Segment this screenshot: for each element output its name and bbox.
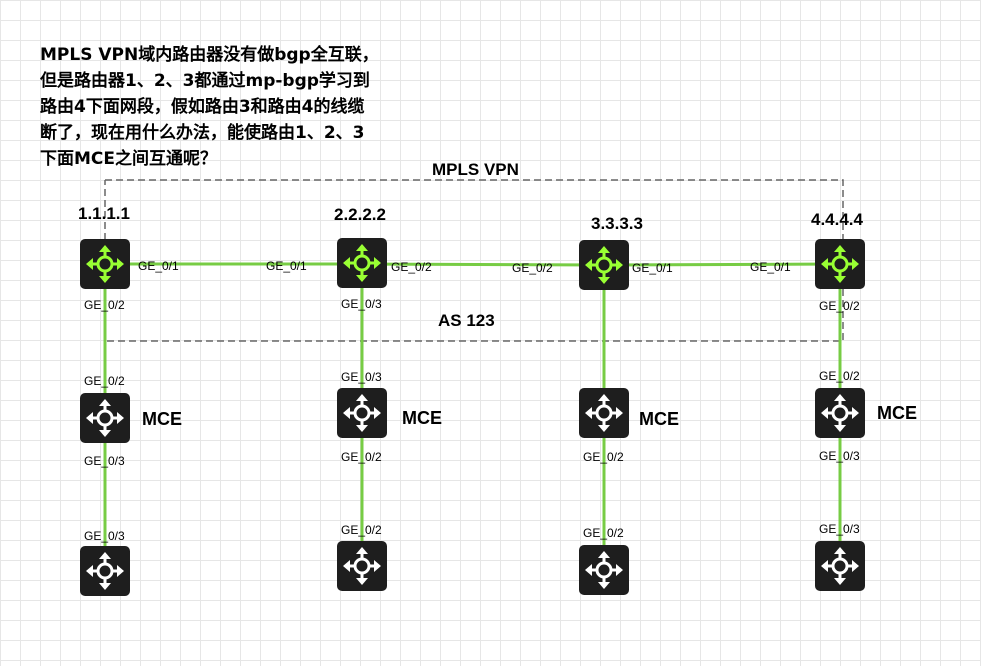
- switch-icon[interactable]: [577, 386, 631, 440]
- question-line: 但是路由器1、2、3都通过mp-bgp学习到: [40, 71, 370, 91]
- port-label: GE_0/1: [632, 261, 673, 275]
- router-2-id: 2.2.2.2: [334, 205, 386, 224]
- port-label: GE_0/2: [583, 526, 624, 540]
- router-icon[interactable]: [577, 238, 631, 292]
- port-label: GE_0/3: [341, 297, 382, 311]
- port-label: GE_0/2: [819, 299, 860, 313]
- mpls-vpn-label: MPLS VPN: [432, 160, 519, 179]
- switch-icon[interactable]: [335, 539, 389, 593]
- mce-label: MCE: [402, 408, 442, 428]
- router-icon[interactable]: [813, 237, 867, 291]
- port-label: GE_0/1: [750, 260, 791, 274]
- switch-icon[interactable]: [78, 391, 132, 445]
- port-label: GE_0/3: [819, 522, 860, 536]
- router-1-id: 1.1.1.1: [78, 204, 130, 223]
- router-3-id: 3.3.3.3: [591, 214, 643, 233]
- router-icon[interactable]: [335, 236, 389, 290]
- switch-icon[interactable]: [813, 539, 867, 593]
- link-r3-r4: [603, 262, 841, 267]
- switch-icon[interactable]: [577, 543, 631, 597]
- switch-icon[interactable]: [78, 544, 132, 598]
- port-label: GE_0/2: [512, 261, 553, 275]
- router-icon[interactable]: [78, 237, 132, 291]
- port-label: GE_0/2: [341, 450, 382, 464]
- port-label: GE_0/2: [583, 450, 624, 464]
- mce-label: MCE: [639, 409, 679, 429]
- port-label: GE_0/3: [819, 449, 860, 463]
- port-label: GE_0/1: [138, 259, 179, 273]
- port-label: GE_0/2: [341, 523, 382, 537]
- switch-icon[interactable]: [813, 386, 867, 440]
- question-line: MPLS VPN域内路由器没有做bgp全互联，: [40, 45, 379, 65]
- port-label: GE_0/2: [84, 374, 125, 388]
- port-label: GE_0/2: [819, 369, 860, 383]
- port-label: GE_0/3: [84, 454, 125, 468]
- switch-icon[interactable]: [335, 386, 389, 440]
- link-r2-r3: [361, 262, 605, 267]
- port-label: GE_0/2: [391, 260, 432, 274]
- question-line: 下面MCE之间互通呢？: [40, 149, 218, 169]
- question-line: 断了，现在用什么办法，能使路由1、2、3: [40, 123, 365, 143]
- port-label: GE_0/3: [84, 529, 125, 543]
- question-text: MPLS VPN域内路由器没有做bgp全互联， 但是路由器1、2、3都通过mp-…: [40, 42, 440, 172]
- as-label: AS 123: [438, 311, 495, 330]
- port-label: GE_0/3: [341, 370, 382, 384]
- port-label: GE_0/1: [266, 259, 307, 273]
- question-line: 路由4下面网段，假如路由3和路由4的线缆: [40, 97, 365, 117]
- mce-label: MCE: [142, 409, 182, 429]
- port-label: GE_0/2: [84, 298, 125, 312]
- router-4-id: 4.4.4.4: [811, 210, 864, 229]
- mce-label: MCE: [877, 403, 917, 423]
